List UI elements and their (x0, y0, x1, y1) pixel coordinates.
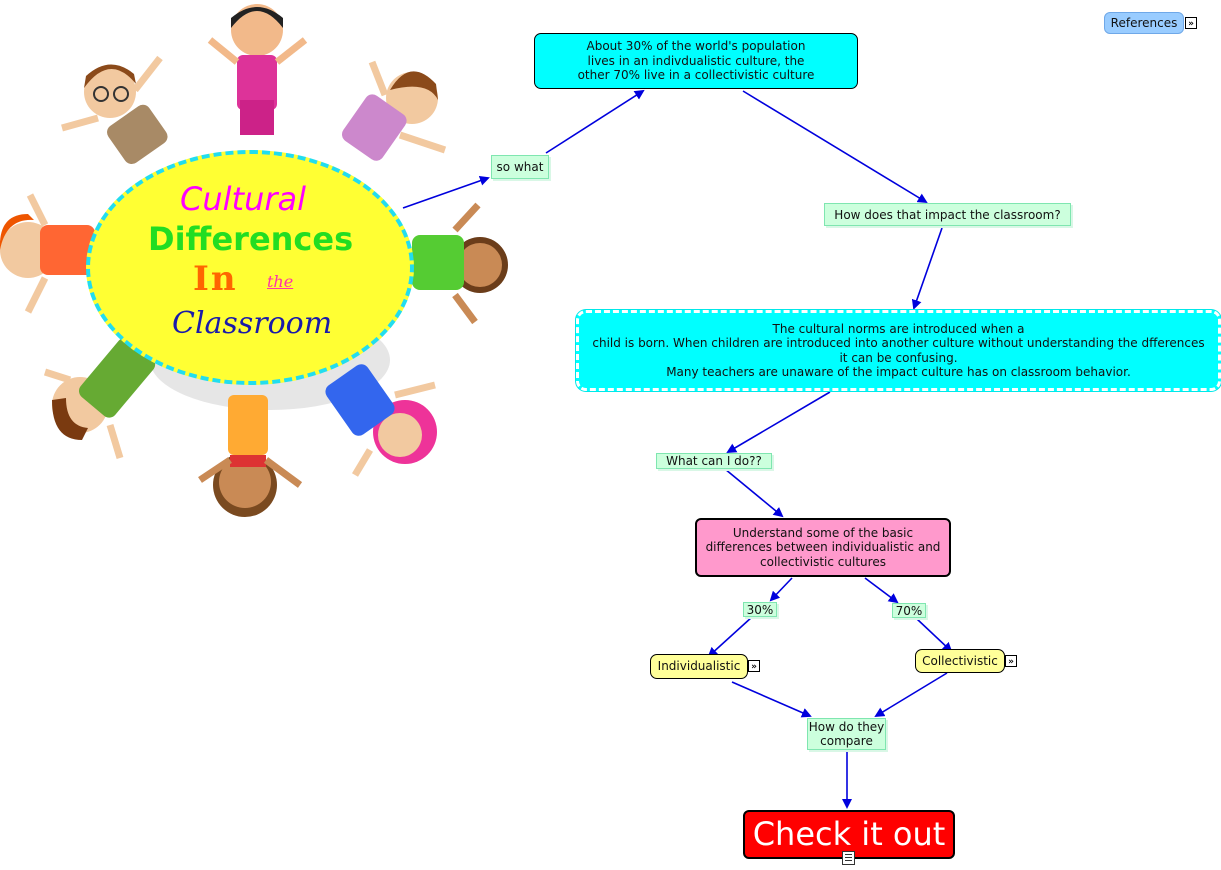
arrow-collectivistic-to-compare (874, 672, 948, 718)
arrow-understand-to-30 (769, 577, 793, 602)
arrow-sowhat-to-population (545, 89, 645, 154)
norms-text: The cultural norms are introduced when a… (592, 321, 1205, 380)
arrow-individualistic-to-compare (731, 681, 812, 718)
child-figure-left (0, 193, 95, 314)
how-do-they-compare-text: How do they compare (808, 720, 885, 748)
link-arrow-icon[interactable]: » (1005, 655, 1017, 667)
arrow-understand-to-70 (864, 577, 899, 604)
so-what-label[interactable]: so what (491, 155, 549, 179)
understand-node[interactable]: Understand some of the basic differences… (695, 518, 951, 577)
population-text: About 30% of the world's population live… (577, 39, 815, 83)
individualistic-text: Individualistic (657, 659, 741, 674)
what-can-i-do-label[interactable]: What can I do?? (656, 453, 772, 469)
child-figure-bottom-left (43, 337, 156, 460)
title-word-the: the (267, 272, 294, 291)
how-do-they-compare-label[interactable]: How do they compare (807, 718, 886, 750)
thirty-percent-text: 30% (746, 602, 774, 617)
understand-text: Understand some of the basic differences… (705, 525, 941, 569)
check-it-out-text: Check it out (752, 815, 946, 854)
thirty-percent-label[interactable]: 30% (743, 602, 777, 617)
child-figure-top-right (341, 60, 447, 161)
title-word-cultural: Cultural (180, 180, 306, 218)
link-arrow-icon[interactable]: » (1185, 17, 1197, 29)
population-node[interactable]: About 30% of the world's population live… (534, 33, 858, 89)
what-can-i-do-text: What can I do?? (666, 454, 762, 468)
child-figure-bottom (198, 395, 303, 517)
link-arrow-icon[interactable]: » (748, 660, 760, 672)
child-figure-top (207, 4, 308, 135)
title-word-in: In (193, 259, 238, 299)
collectivistic-text: Collectivistic (922, 653, 998, 668)
seventy-percent-text: 70% (895, 603, 923, 618)
references-label: References (1110, 15, 1178, 30)
children-circle-illustration (0, 4, 508, 517)
collectivistic-node[interactable]: Collectivistic (915, 649, 1005, 673)
arrow-impact-to-norms (911, 227, 943, 310)
seventy-percent-label[interactable]: 70% (892, 603, 926, 618)
child-figure-right (412, 202, 508, 325)
child-figure-bottom-right (325, 364, 437, 477)
child-figure-top-left (61, 55, 168, 165)
references-button[interactable]: References (1104, 12, 1184, 34)
attachment-document-icon[interactable] (842, 851, 855, 865)
individualistic-node[interactable]: Individualistic (650, 654, 748, 679)
arrow-norms-to-whatcan (726, 391, 831, 454)
arrow-population-to-impact (742, 90, 928, 204)
arrow-title-to-sowhat (402, 175, 490, 209)
title-table-oval (86, 150, 414, 385)
arrow-70-to-collectivistic (916, 618, 953, 653)
title-word-classroom: Classroom (172, 306, 333, 341)
title-word-differences: Differences (148, 220, 354, 258)
arrow-30-to-individualistic (707, 616, 753, 658)
impact-label[interactable]: How does that impact the classroom? (824, 203, 1071, 226)
impact-text: How does that impact the classroom? (834, 207, 1061, 222)
so-what-text: so what (496, 160, 544, 174)
norms-node[interactable]: The cultural norms are introduced when a… (576, 310, 1221, 391)
arrow-whatcan-to-understand (724, 468, 784, 518)
